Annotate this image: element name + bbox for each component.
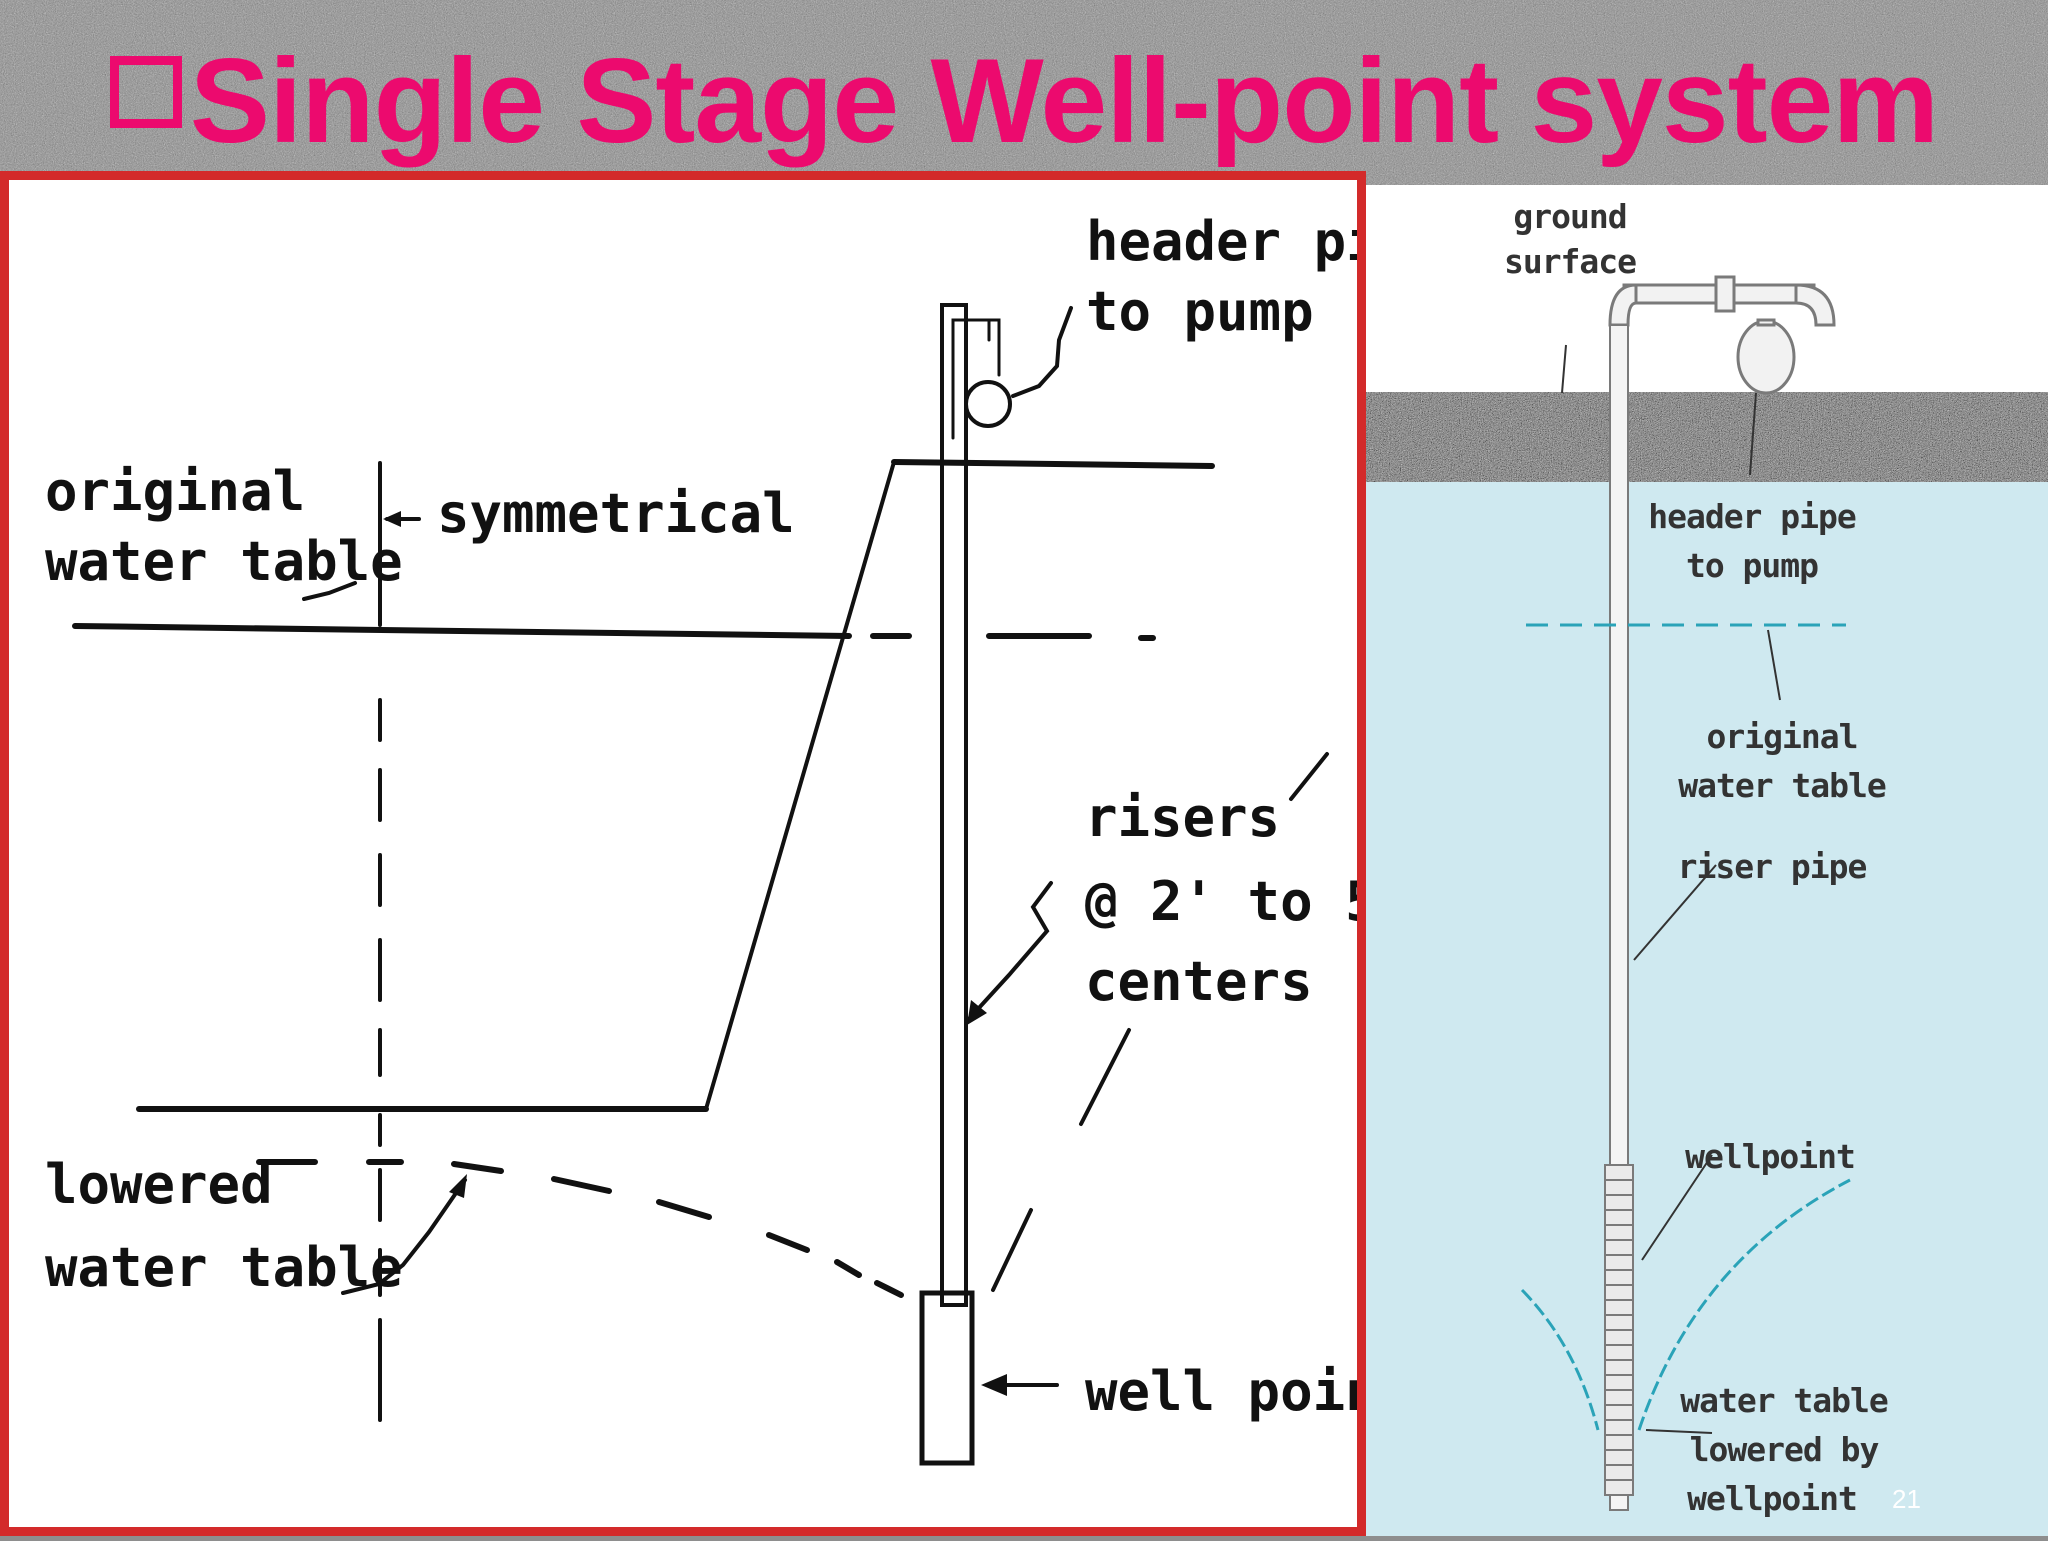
lowered-water-table-curve (1520, 1178, 1851, 1431)
well-point-arrowhead-icon (981, 1374, 1007, 1396)
header-pipe-leader (1749, 392, 1757, 476)
centers-label: centers (1085, 950, 1313, 1013)
well-point-label: well point (1085, 1360, 1357, 1423)
left-diagram: header pipe to pump original water table… (45, 210, 1444, 1466)
header-valve (1714, 275, 1736, 313)
original-water-table-dashes (870, 633, 1156, 641)
header-pipe-circle (964, 380, 1012, 428)
lowered-line3-label: wellpoint (1687, 1479, 1857, 1518)
right-diagram-panel: ground surface header pipe to pump origi… (1366, 185, 2048, 1536)
water-table-label-right: water table (1678, 766, 1886, 805)
right-diagram: ground surface header pipe to pump origi… (1366, 185, 2048, 1536)
lowered-leader-right (1645, 1429, 1713, 1434)
to-pump-label: to pump (1086, 280, 1314, 343)
lowered-label: lowered (45, 1153, 273, 1216)
checkbox-bullet-icon (109, 56, 182, 128)
slide-number: 21 (1892, 1484, 1921, 1514)
left-diagram-panel: header pipe to pump original water table… (0, 171, 1444, 1536)
header-leader (1011, 306, 1073, 398)
header-pipe-elbow (1608, 283, 1638, 327)
ground-top-line (891, 459, 1215, 469)
excavation-slope-line (704, 460, 896, 1111)
ground-label: ground (1513, 197, 1626, 236)
original-leader (302, 581, 357, 601)
pump-body (1736, 319, 1796, 395)
lowered-arrowhead-icon (449, 1174, 467, 1198)
symmetrical-label: symmetrical (437, 482, 795, 545)
risers-label: risers (1085, 786, 1280, 849)
symmetrical-arrowhead-icon (383, 511, 401, 527)
lowered-leader (341, 1178, 467, 1295)
riser-pipe (940, 303, 968, 1307)
risers-leader (965, 881, 1053, 1023)
surface-label: surface (1504, 242, 1636, 281)
lowered-water-table-dashes (256, 1159, 904, 1298)
to-pump-label-right: to pump (1686, 546, 1818, 585)
original-label: original (45, 460, 305, 523)
original-label-right: original (1707, 717, 1858, 756)
riser-pipe-leader (1633, 864, 1717, 961)
wellpoint-screen (1604, 1164, 1634, 1496)
water-table-label: water table (45, 530, 403, 593)
risers-arrowhead-icon (967, 1000, 987, 1025)
original-water-table-line (72, 623, 852, 639)
slide-title: Single Stage Well-point system (0, 26, 2048, 176)
header-pipe-connector (969, 318, 1001, 377)
header-pipe-drop (1794, 283, 1836, 327)
wellpoint-label: wellpoint (1685, 1137, 1855, 1176)
ground-surface-leader (1561, 344, 1567, 394)
wellpoint-leader (1641, 1154, 1713, 1261)
groundwater-area (1366, 482, 2048, 1536)
lowered-water-table-label: water table (45, 1236, 403, 1299)
header-pipe-label: header pipe (1086, 210, 1357, 273)
lowered-line1-label: water table (1680, 1381, 1888, 1420)
slide-title-text: Single Stage Well-point system (189, 34, 1939, 168)
slope-strokes (991, 752, 1329, 1292)
header-pipe-label-right: header pipe (1648, 497, 1856, 536)
lowered-line2-label: lowered by (1690, 1430, 1879, 1469)
well-point-box (919, 1290, 975, 1466)
spacing-label: @ 2' to 5' (1085, 870, 1357, 933)
original-water-table-leader (1767, 629, 1781, 701)
riser-pipe-label: riser pipe (1678, 847, 1867, 886)
